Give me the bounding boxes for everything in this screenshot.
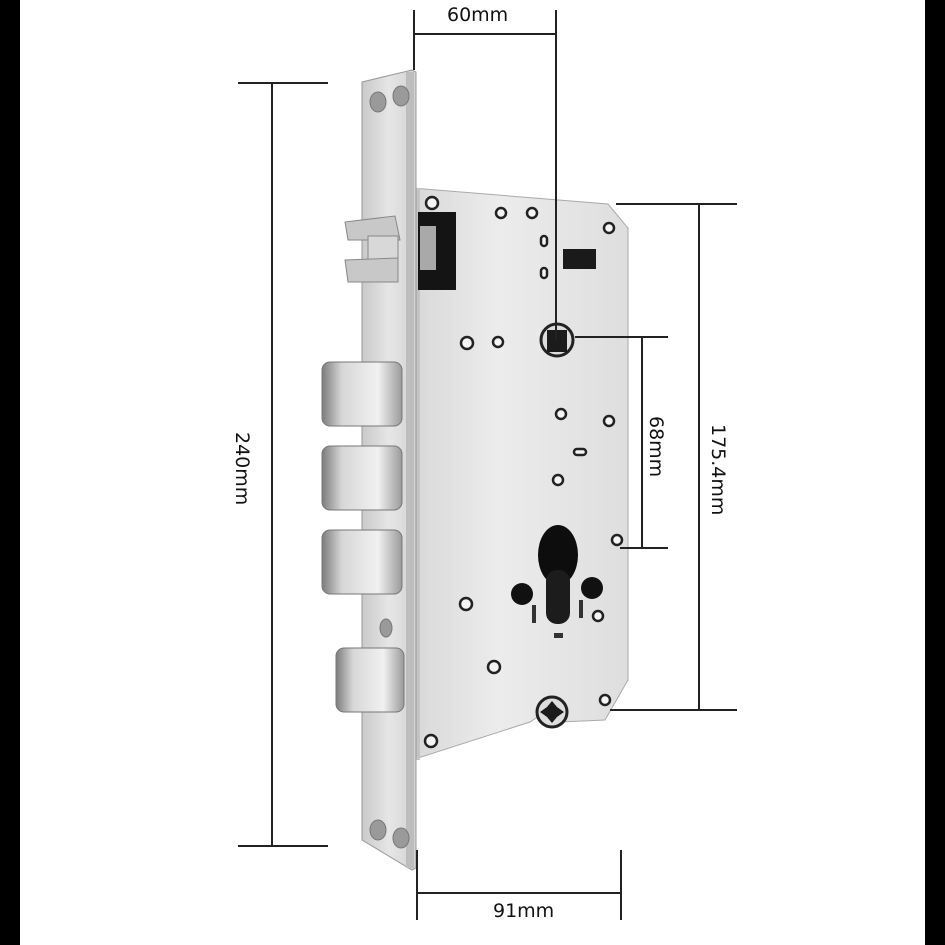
- upper-slot: [563, 249, 596, 269]
- lock-drawing: [238, 10, 737, 920]
- dimension-lines: [238, 10, 737, 920]
- deadbolts: [321, 361, 405, 713]
- latch-window: [418, 212, 456, 290]
- dimension-label-175-4mm: 175.4mm: [707, 424, 729, 516]
- cylinder-cutout: [511, 525, 603, 638]
- dimension-label-240mm: 240mm: [231, 432, 253, 506]
- case-screws: [423, 195, 624, 749]
- dimension-label-60mm: 60mm: [447, 4, 509, 26]
- dimension-label-91mm: 91mm: [493, 900, 555, 922]
- dimension-label-68mm: 68mm: [645, 416, 667, 478]
- bottom-hub: [535, 695, 569, 729]
- diagram-canvas: 60mm 240mm 68mm 175.4mm 91mm: [20, 0, 925, 945]
- latch-bolt: [344, 215, 401, 283]
- faceplate-screw-holes: [369, 85, 410, 849]
